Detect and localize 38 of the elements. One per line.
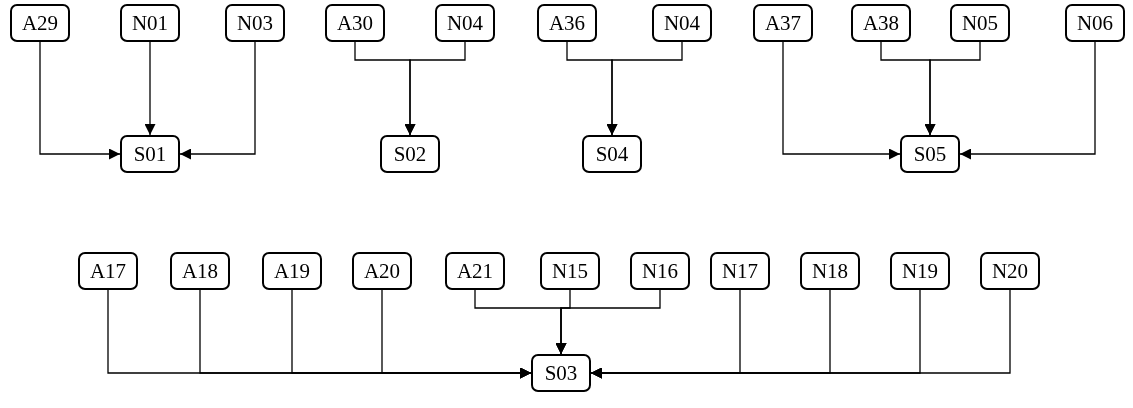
process-box: N16 xyxy=(630,252,690,290)
process-box: N04 xyxy=(652,4,712,42)
process-box: N06 xyxy=(1065,4,1125,42)
arrow xyxy=(404,41,466,136)
process-box: N04 xyxy=(435,4,495,42)
process-box: S01 xyxy=(120,135,180,173)
process-box: N03 xyxy=(225,4,285,42)
process-box: S05 xyxy=(900,135,960,173)
process-box: S04 xyxy=(582,135,642,173)
arrow xyxy=(179,41,256,160)
process-box: N18 xyxy=(800,252,860,290)
process-box: N19 xyxy=(890,252,950,290)
process-box: A37 xyxy=(753,4,813,42)
process-box: N20 xyxy=(980,252,1040,290)
arrow xyxy=(590,289,1011,379)
arrow xyxy=(959,41,1096,160)
process-box: A30 xyxy=(325,4,385,42)
arrow xyxy=(555,289,661,355)
process-box: A20 xyxy=(352,252,412,290)
process-box: N01 xyxy=(120,4,180,42)
arrow xyxy=(782,41,901,160)
process-box: A21 xyxy=(445,252,505,290)
process-box: N15 xyxy=(540,252,600,290)
process-box: N17 xyxy=(710,252,770,290)
arrow xyxy=(39,41,121,160)
process-box: A29 xyxy=(10,4,70,42)
arrow xyxy=(381,289,532,379)
process-box: S02 xyxy=(380,135,440,173)
arrow xyxy=(606,41,683,136)
process-box: A36 xyxy=(537,4,597,42)
arrow xyxy=(924,41,981,136)
process-box: S03 xyxy=(531,354,591,392)
arrow xyxy=(144,41,156,136)
process-box: A38 xyxy=(851,4,911,42)
process-box: A17 xyxy=(78,252,138,290)
process-box: A19 xyxy=(262,252,322,290)
process-box: N05 xyxy=(950,4,1010,42)
process-box: A18 xyxy=(170,252,230,290)
